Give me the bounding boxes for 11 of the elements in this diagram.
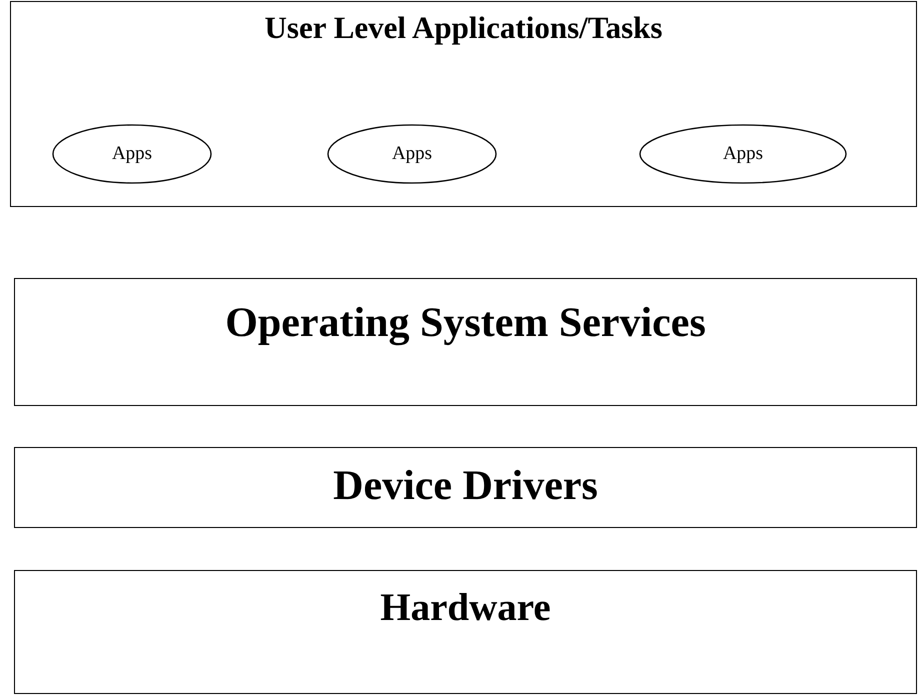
- layer-box: [14, 278, 917, 406]
- app-label: Apps: [110, 143, 154, 165]
- layer-box: [14, 570, 917, 694]
- app-label: Apps: [390, 143, 434, 165]
- layer-title: Operating System Services: [225, 299, 706, 347]
- layer-title: Device Drivers: [333, 462, 598, 510]
- layer-title: Hardware: [380, 585, 551, 630]
- app-label: Apps: [722, 143, 764, 165]
- layer-box: [10, 1, 917, 207]
- layer-title: User Level Applications/Tasks: [264, 10, 662, 46]
- layer-box: [14, 447, 917, 528]
